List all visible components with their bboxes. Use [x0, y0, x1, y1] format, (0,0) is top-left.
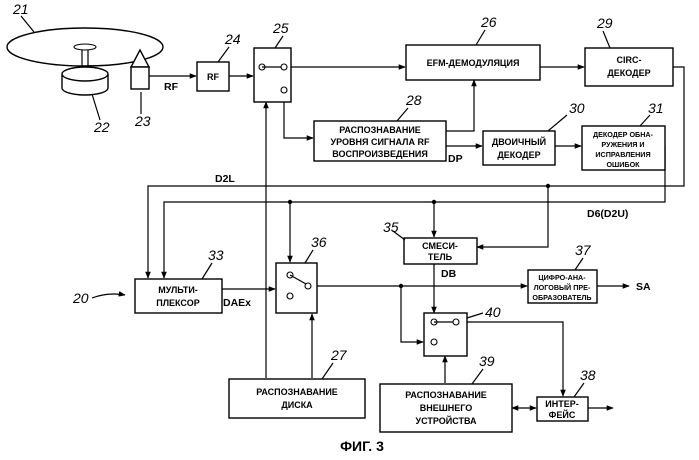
switch-40 [424, 313, 467, 356]
block-rf-label: RF [207, 72, 219, 82]
ref-36: 36 [311, 234, 327, 250]
ref-30: 30 [569, 100, 585, 116]
block-rf-level-detect: РАСПОЗНАВАНИЕ УРОВНЯ СИГНАЛА RF ВОСПРОИЗ… [314, 121, 446, 161]
block-dac-label-3: ОБРАЗОВАТЕЛЬ [532, 293, 591, 302]
block-dac-label-1: ЦИФРО-АНА- [538, 273, 586, 282]
signal-d2l: D2L [215, 173, 235, 185]
block-multiplexer: МУЛЬТИ- ПЛЕКСОР [135, 279, 222, 313]
block-dac-label-2: ЛОГОВЫЙ ПРЕ- [534, 283, 591, 292]
block-disc-detect-label-2: ДИСКА [281, 400, 313, 410]
ref-26: 26 [480, 14, 497, 30]
ref-27: 27 [330, 347, 348, 363]
signal-sa: SA [636, 281, 651, 293]
ref-21: 21 [12, 1, 29, 17]
block-binary-label-2: ДЕКОДЕР [497, 150, 540, 160]
block-efm-demod: EFM-ДЕМОДУЛЯЦИЯ [406, 45, 540, 80]
signal-d6: D6(D2U) [587, 208, 628, 220]
ref-28: 28 [405, 92, 422, 108]
block-circ-decoder: CIRC- ДЕКОДЕР [585, 48, 673, 86]
block-rf-level-label-2: УРОВНЯ СИГНАЛА RF [331, 137, 430, 147]
ref-22: 22 [93, 119, 110, 135]
block-rf: RF [197, 62, 229, 91]
ref-20: 20 [72, 290, 89, 306]
ref-38: 38 [580, 367, 596, 383]
block-interface-label-2: ФЕЙС [549, 409, 576, 420]
block-ecc-label-1: ДЕКОДЕР ОБНА- [593, 130, 654, 139]
signal-dp: DP [448, 153, 463, 165]
switch-36 [276, 263, 317, 313]
block-ext-detect-label-3: УСТРОЙСТВА [415, 415, 477, 426]
block-binary-label-1: ДВОИЧНЫЙ [492, 136, 546, 147]
block-error-correction-decoder: ДЕКОДЕР ОБНА- РУЖЕНИЯ И ИСПРАВЛЕНИЯ ОШИБ… [582, 126, 665, 170]
ref-31: 31 [648, 100, 664, 116]
block-disc-detect: РАСПОЗНАВАНИЕ ДИСКА [229, 379, 365, 418]
block-circ-label-1: CIRC- [617, 55, 642, 65]
signal-rf: RF [164, 81, 179, 93]
block-ecc-label-3: ИСПРАВЛЕНИЯ [595, 150, 650, 159]
block-dac: ЦИФРО-АНА- ЛОГОВЫЙ ПРЕ- ОБРАЗОВАТЕЛЬ [528, 270, 597, 303]
ref-33: 33 [208, 247, 224, 263]
ref-29: 29 [596, 15, 613, 31]
block-ext-detect-label-1: РАСПОЗНАВАНИЕ [405, 390, 487, 400]
block-binary-decoder: ДВОИЧНЫЙ ДЕКОДЕР [483, 131, 555, 165]
block-external-device-detect: РАСПОЗНАВАНИЕ ВНЕШНЕГО УСТРОЙСТВА [380, 384, 512, 432]
block-ecc-label-2: РУЖЕНИЯ И [601, 140, 644, 149]
ref-25: 25 [272, 20, 289, 36]
figure-caption: ФИГ. 3 [340, 438, 384, 454]
block-interface-label-1: ИНТЕР- [545, 399, 578, 409]
ref-39: 39 [479, 353, 495, 369]
ref-37: 37 [575, 242, 592, 258]
block-mixer-label-1: СМЕСИ- [422, 241, 458, 251]
block-mixer-label-2: ТЕЛЬ [428, 252, 453, 262]
ref-40: 40 [485, 304, 501, 320]
block-mux-label-2: ПЛЕКСОР [156, 298, 199, 308]
ref-23: 23 [134, 113, 151, 129]
block-rf-level-label-1: РАСПОЗНАВАНИЕ [339, 125, 421, 135]
block-mixer: СМЕСИ- ТЕЛЬ [404, 238, 477, 264]
ref-35: 35 [383, 219, 399, 235]
switch-25 [254, 48, 291, 102]
ref-24: 24 [224, 31, 241, 47]
block-interface: ИНТЕР- ФЕЙС [537, 397, 588, 421]
signal-db: DB [441, 268, 457, 280]
block-efm-label: EFM-ДЕМОДУЛЯЦИЯ [427, 58, 520, 68]
signal-daex: DAEx [223, 297, 251, 309]
block-ext-detect-label-2: ВНЕШНЕГО [420, 403, 473, 413]
block-mux-label-1: МУЛЬТИ- [158, 285, 198, 295]
block-circ-label-2: ДЕКОДЕР [607, 68, 650, 78]
block-ecc-label-4: ОШИБОК [606, 160, 640, 169]
block-disc-detect-label-1: РАСПОЗНАВАНИЕ [256, 387, 338, 397]
block-rf-level-label-3: ВОСПРОИЗВЕДЕНИЯ [332, 149, 428, 159]
